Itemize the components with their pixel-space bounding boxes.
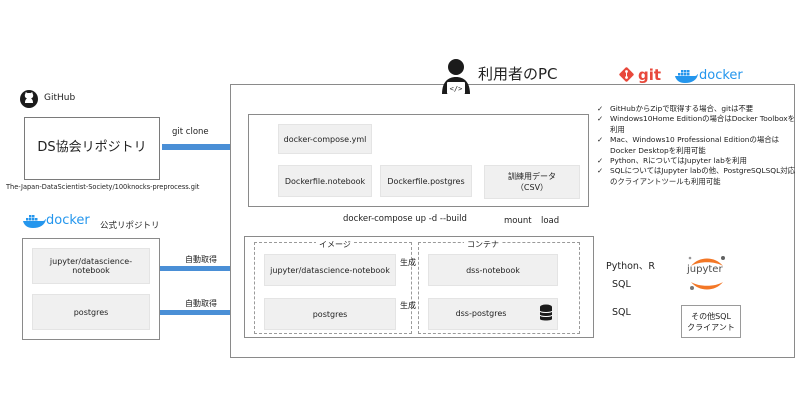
image-notebook: jupyter/datascience-notebook — [264, 254, 396, 286]
other-sql-client-line2: クライアント — [687, 323, 735, 332]
github-icon — [20, 90, 38, 108]
github-label: GitHub — [44, 93, 76, 103]
docker-hub-whale-icon — [22, 213, 46, 229]
svg-text:</>: </> — [450, 85, 463, 93]
docker-logo-text: docker — [699, 68, 743, 83]
jupyter-logo-icon — [683, 252, 731, 294]
pull-label-postgres: 自動取得 — [185, 299, 217, 308]
database-icon — [539, 304, 553, 322]
other-sql-client-line1: その他SQL — [691, 312, 731, 321]
container-notebook: dss-notebook — [428, 254, 558, 286]
image-postgres: postgres — [264, 298, 396, 330]
docker-hub-wordmark: docker — [46, 213, 90, 228]
container-postgres: dss-postgres — [428, 298, 558, 330]
file-docker-compose: docker-compose.yml — [278, 124, 372, 154]
sql-label-jupyter: SQL — [612, 279, 631, 290]
file-dockerfile-postgres: Dockerfile.postgres — [380, 165, 472, 197]
docker-whale-icon — [674, 68, 698, 84]
git-logo-text: git — [638, 66, 662, 84]
containers-section-title: コンテナ — [464, 239, 502, 250]
docker-hub-label: 公式リポジトリ — [100, 221, 160, 231]
note-item: ✓Python、RについてはJupyter labを利用 — [597, 156, 747, 166]
compose-command: docker-compose up -d --build — [343, 214, 467, 224]
sql-label-client: SQL — [612, 307, 631, 318]
note-item: ✓SQLについてはJupyter labの他、PostgreSQLSQL対応のク… — [597, 166, 796, 186]
check-icon: ✓ — [597, 114, 604, 124]
python-r-label: Python、R — [606, 261, 656, 272]
ds-repo-box: DS協会リポジトリ — [24, 117, 160, 180]
hub-image-notebook: jupyter/datascience-notebook — [32, 248, 150, 284]
check-icon: ✓ — [597, 156, 604, 166]
training-data-format: （CSV） — [515, 183, 549, 192]
create-label-postgres: 生成 — [400, 301, 416, 310]
ds-repo-label: DS協会リポジトリ — [37, 140, 147, 155]
images-section-title: イメージ — [316, 239, 354, 250]
user-pc-title: 利用者のPC — [478, 65, 558, 83]
mount-label: mount — [504, 216, 532, 226]
training-data-label: 訓練用データ — [508, 172, 556, 181]
hub-image-postgres: postgres — [32, 294, 150, 330]
note-item: ✓GitHubからZipで取得する場合、gitは不要 — [597, 104, 754, 113]
notes-list: ✓GitHubからZipで取得する場合、gitは不要 ✓Windows10Hom… — [597, 104, 797, 187]
file-dockerfile-notebook: Dockerfile.notebook — [278, 165, 372, 197]
user-pc-icon: </> — [440, 58, 472, 96]
git-clone-label: git clone — [172, 127, 209, 137]
check-icon: ✓ — [597, 104, 604, 113]
create-label-notebook: 生成 — [400, 258, 416, 267]
note-item: ✓Mac、Windows10 Professional Editionの場合はD… — [597, 135, 780, 155]
training-data-box: 訓練用データ （CSV） — [484, 165, 580, 199]
pull-label-notebook: 自動取得 — [185, 255, 217, 264]
git-logo-icon — [618, 66, 635, 83]
check-icon: ✓ — [597, 166, 604, 176]
check-icon: ✓ — [597, 135, 604, 145]
load-label: load — [541, 216, 560, 226]
note-item: ✓Windows10Home Editionの場合はDocker Toolbox… — [597, 114, 796, 134]
repo-path: The-Japan-DataScientist-Society/100knock… — [6, 183, 200, 191]
jupyter-wordmark: jupyter — [687, 264, 723, 275]
container-postgres-label: dss-postgres — [455, 309, 507, 318]
other-sql-client-box: その他SQL クライアント — [681, 305, 741, 338]
